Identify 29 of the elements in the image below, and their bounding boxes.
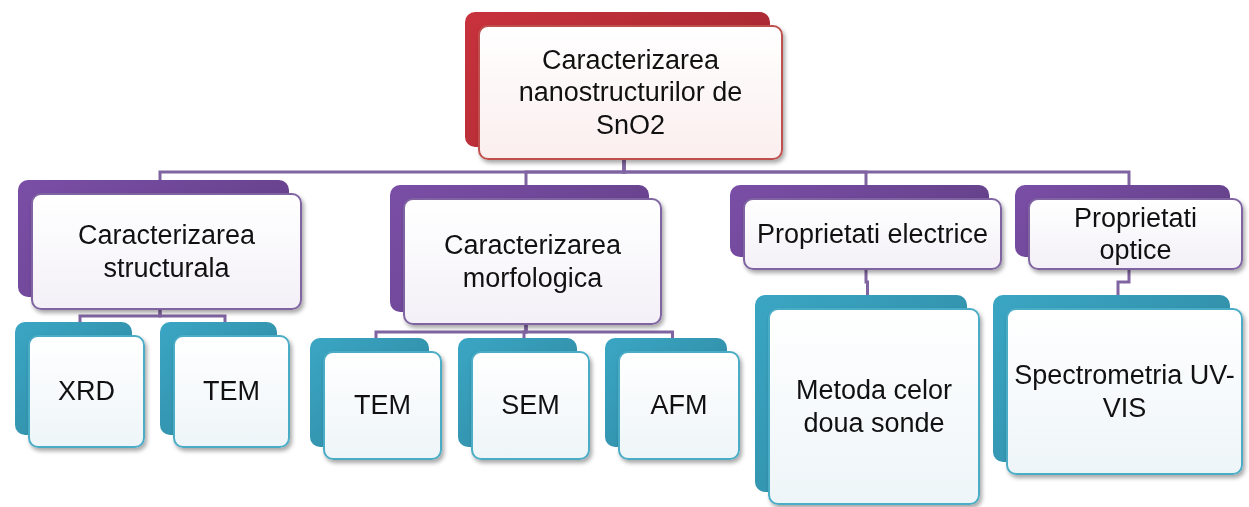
box-label: AFM: [649, 389, 709, 422]
box-label: Metoda celor doua sonde: [794, 374, 954, 439]
box-label: XRD: [57, 375, 116, 408]
process-box: [755, 295, 980, 505]
process-box: [465, 12, 783, 160]
box-label: TEM: [202, 375, 261, 408]
box-label: Caracterizarea structurala: [76, 219, 257, 284]
box-label: TEM: [353, 389, 412, 422]
process-box: [730, 185, 1002, 270]
process-box: [458, 338, 590, 460]
connector-line: [158, 310, 227, 322]
box-label: Caracterizarea morfologica: [442, 229, 623, 294]
box-label: Proprietati electrice: [755, 217, 990, 251]
process-box: [605, 338, 740, 460]
process-box: [15, 322, 145, 448]
box-label: SEM: [500, 389, 561, 422]
process-box: [160, 322, 290, 448]
connector-line: [524, 325, 674, 338]
process-box: [1015, 185, 1243, 270]
process-box: [310, 338, 442, 460]
connector-line: [1116, 270, 1131, 295]
box-label: Proprietati optice: [1072, 201, 1199, 267]
process-box: [390, 185, 662, 325]
connector-line: [864, 270, 869, 295]
box-label: Spectrometria UV-VIS: [1013, 359, 1236, 424]
process-box: [993, 295, 1243, 475]
connector-line: [622, 160, 1131, 185]
box-label: Caracterizarea nanostructurilor de SnO2: [517, 43, 744, 142]
process-box: [18, 180, 302, 310]
